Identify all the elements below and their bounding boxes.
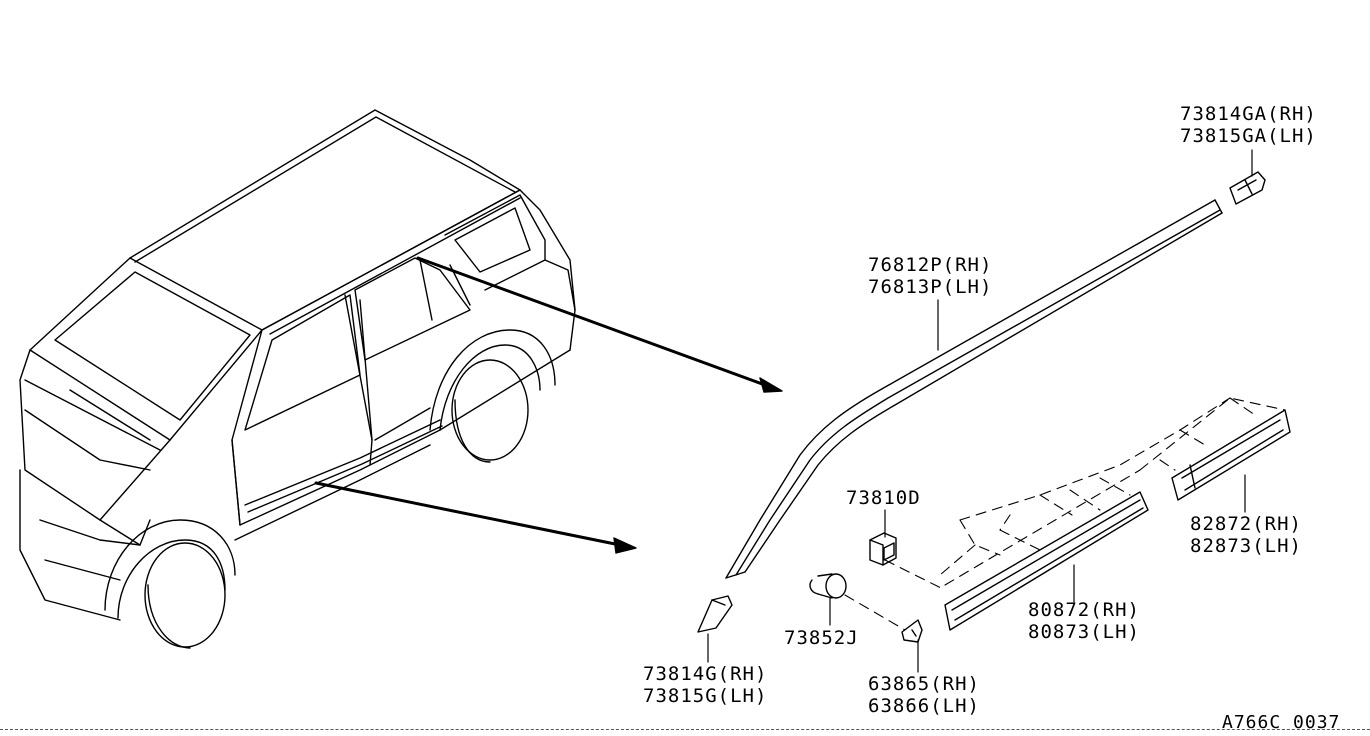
label-82872: 82872(RH) 82873(LH) [1190,513,1302,557]
part-number: 73810D [846,487,921,509]
part-number-rh: 76812P(RH) [868,254,993,276]
part-number-rh: 80872(RH) [1028,599,1140,621]
roof-drip-molding [725,199,1223,579]
label-73814g: 73814G(RH) 73815G(LH) [643,663,767,707]
arrow-lower [314,481,637,554]
part-number-rh: 73814G(RH) [643,663,768,685]
end-cap-rear [1229,171,1266,205]
end-cap-front [697,595,733,633]
part-number-lh: 82873(LH) [1190,535,1302,557]
part-number-lh: 73815GA(LH) [1180,125,1317,147]
bracket-63865 [901,619,923,643]
label-73852j: 73852J [784,627,859,649]
rear-door-molding [1171,409,1291,501]
label-73810d: 73810D [846,487,921,509]
part-number: 73852J [784,627,859,649]
part-number-rh: 82872(RH) [1190,513,1302,535]
assembly-guides [844,397,1286,631]
part-number-lh: 76813P(LH) [868,276,993,298]
leader-lines [707,149,1253,673]
label-80872: 80872(RH) 80873(LH) [1028,599,1140,643]
part-number-lh: 63866(LH) [868,695,980,717]
clip-73810d [869,532,897,566]
part-number-lh: 73815G(LH) [643,685,768,707]
arrow-upper [416,256,783,393]
bottom-border [0,729,1370,730]
label-63865: 63865(RH) 63866(LH) [868,673,980,717]
part-number-rh: 63865(RH) [868,673,980,695]
part-number-lh: 80873(LH) [1028,621,1140,643]
label-73814ga: 73814GA(RH) 73815GA(LH) [1180,103,1317,147]
grommet-73852j [809,573,847,599]
drawing-number: A766C 0037 [1222,712,1341,733]
part-number-rh: 73814GA(RH) [1180,103,1317,125]
vehicle-illustration [19,109,576,649]
front-door-molding [944,491,1149,631]
label-76812p: 76812P(RH) 76813P(LH) [868,254,992,298]
